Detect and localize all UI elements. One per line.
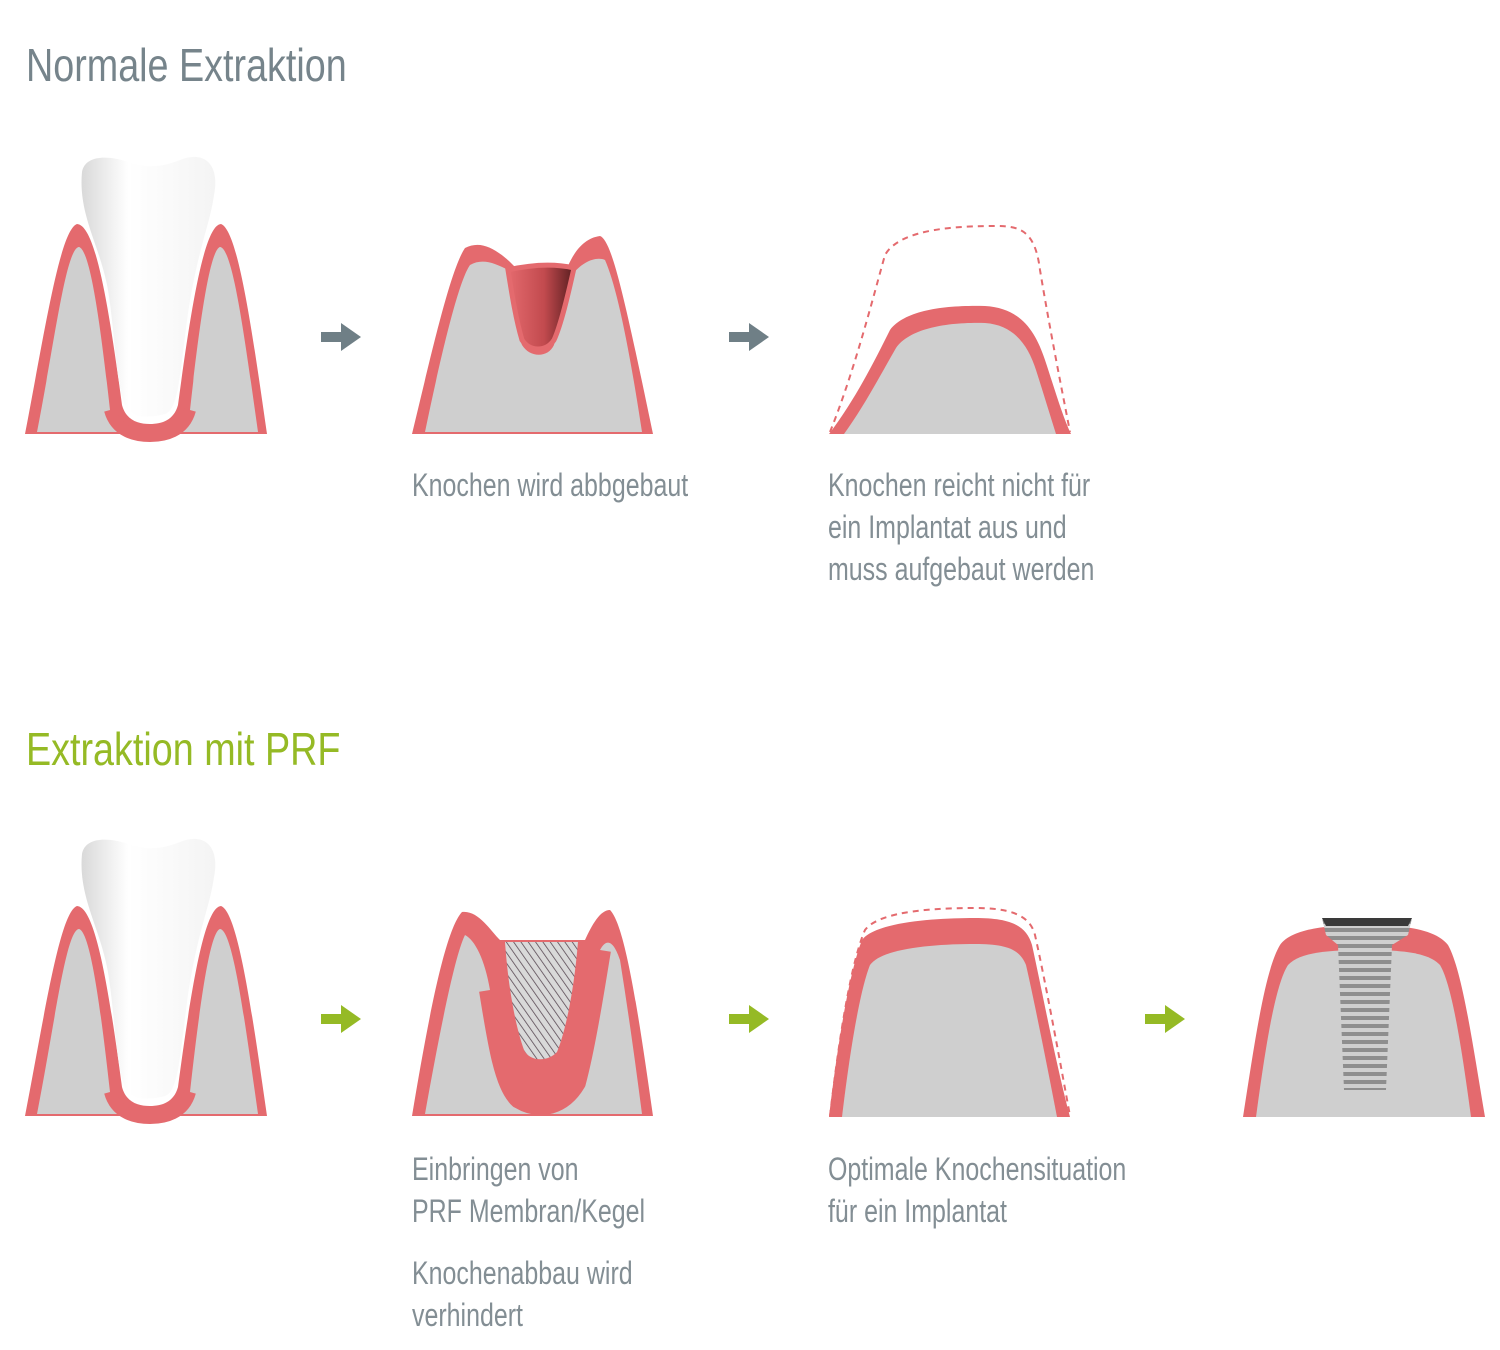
caption-line: verhindert — [412, 1297, 523, 1333]
prf-cone-icon — [505, 942, 578, 1060]
tooth-icon — [81, 838, 216, 1099]
arrow-right-icon — [729, 323, 769, 351]
implant-figure — [1243, 918, 1485, 1117]
caption-line: Knochen reicht nicht für — [828, 467, 1091, 503]
caption-line: ein Implantat aus und — [828, 509, 1067, 545]
implant-icon — [1322, 918, 1412, 1090]
arrow-right-icon — [1145, 1005, 1185, 1033]
arrow-right-icon — [321, 323, 361, 351]
prf-socket-figure — [412, 910, 653, 1116]
caption-prf-insertion: Einbringen von PRF Membran/Kegel — [412, 1148, 645, 1232]
caption-line: für ein Implantat — [828, 1193, 1007, 1229]
caption-resorption-prevented: Knochenabbau wird verhindert — [412, 1252, 633, 1336]
tooth-in-bone-figure — [25, 838, 267, 1125]
caption-optimal-bone: Optimale Knochensituation für ein Implan… — [828, 1148, 1126, 1232]
arrow-right-icon — [321, 1005, 361, 1033]
tooth-in-bone-figure — [25, 156, 267, 443]
original-contour-dashed — [829, 224, 1071, 433]
tooth-icon — [81, 156, 216, 417]
caption-line: Einbringen von — [412, 1151, 579, 1187]
preserved-ridge-figure — [829, 906, 1071, 1117]
arrow-right-icon — [729, 1005, 769, 1033]
caption-line: muss aufgebaut werden — [828, 551, 1095, 587]
extraction-socket-icon — [505, 262, 577, 352]
caption-line: Optimale Knochensituation — [828, 1151, 1127, 1187]
section-title-prf: Extraktion mit PRF — [26, 723, 341, 775]
bone-ridge-figure — [829, 224, 1071, 434]
extraction-socket-figure — [412, 236, 653, 434]
section-title-normal: Normale Extraktion — [26, 39, 347, 91]
caption-line: Knochenabbau wird — [412, 1255, 633, 1291]
caption-line: Knochen wird abbgebaut — [412, 467, 689, 503]
caption-bone-resorbed: Knochen wird abbgebaut — [412, 464, 688, 506]
caption-bone-insufficient: Knochen reicht nicht für ein Implantat a… — [828, 464, 1094, 590]
caption-line: PRF Membran/Kegel — [412, 1193, 646, 1229]
